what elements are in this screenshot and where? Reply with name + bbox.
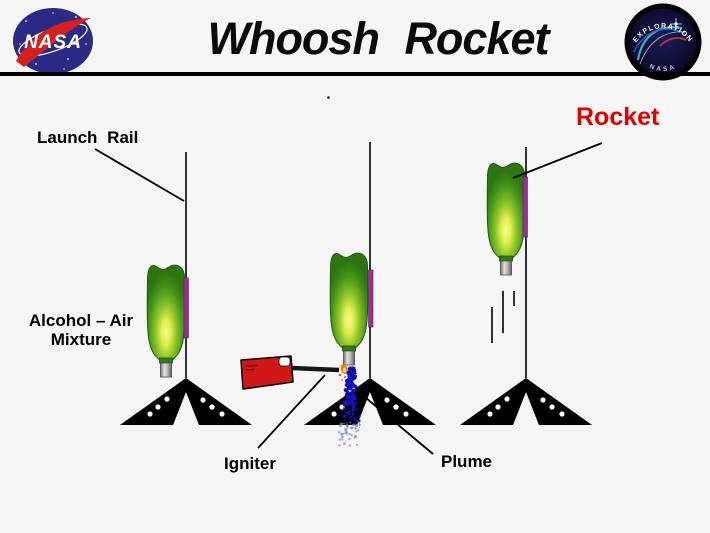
rail-strip-middle (368, 269, 374, 328)
stray-dot (327, 96, 330, 99)
exploration-badge: EXPLORATION NASA (624, 3, 702, 81)
plume-label: Plume (441, 452, 493, 471)
rocket-label: Rocket (576, 103, 660, 131)
plume-pointer-line (359, 392, 434, 455)
rocket-bottle-left (146, 264, 186, 378)
pointer-lines (94, 142, 603, 455)
launch-stand-left (120, 378, 252, 425)
rail-strip-left (183, 277, 189, 339)
alcohol-air-line2: Mixture (50, 330, 112, 349)
flame-icon (339, 364, 348, 381)
nasa-swoosh (16, 18, 91, 67)
badge-swoosh-teal (636, 26, 683, 61)
igniter-lighter (240, 355, 348, 390)
svg-text:NASA: NASA (648, 63, 677, 73)
launch-rail-pointer-line (94, 148, 185, 202)
header-divider (0, 72, 710, 76)
rail-strips (183, 176, 528, 339)
alcohol-air-mixture-label: Alcohol – Air Mixture (22, 311, 140, 349)
rocket-pointer-line (512, 142, 603, 179)
rocket-bottle-right (486, 162, 526, 276)
launch-stand-right (460, 378, 592, 425)
launch-rail-label: Launch Rail (37, 128, 139, 147)
plume-spray (337, 366, 361, 447)
nasa-stars (19, 12, 87, 70)
igniter-markings (245, 364, 259, 371)
nasa-logo-text: NASA (24, 32, 82, 53)
badge-bottom-text: NASA (648, 63, 675, 73)
igniter-trigger (278, 356, 291, 367)
motion-lines (491, 291, 515, 343)
igniter-pointer-line (257, 374, 326, 449)
rocket-bottle-middle (329, 252, 369, 366)
badge-swoosh-white (639, 31, 687, 65)
badge-star-icon (670, 18, 682, 30)
rail-strip-right (522, 176, 528, 238)
igniter-label: Igniter (224, 454, 276, 473)
badge-swoosh-blue (633, 28, 689, 53)
page-title: Whoosh Rocket (207, 13, 549, 64)
igniter-wand (291, 365, 340, 373)
alcohol-air-line1: Alcohol – Air (28, 311, 134, 330)
nasa-logo: NASA (13, 8, 93, 74)
badge-swoosh-red (659, 37, 687, 47)
